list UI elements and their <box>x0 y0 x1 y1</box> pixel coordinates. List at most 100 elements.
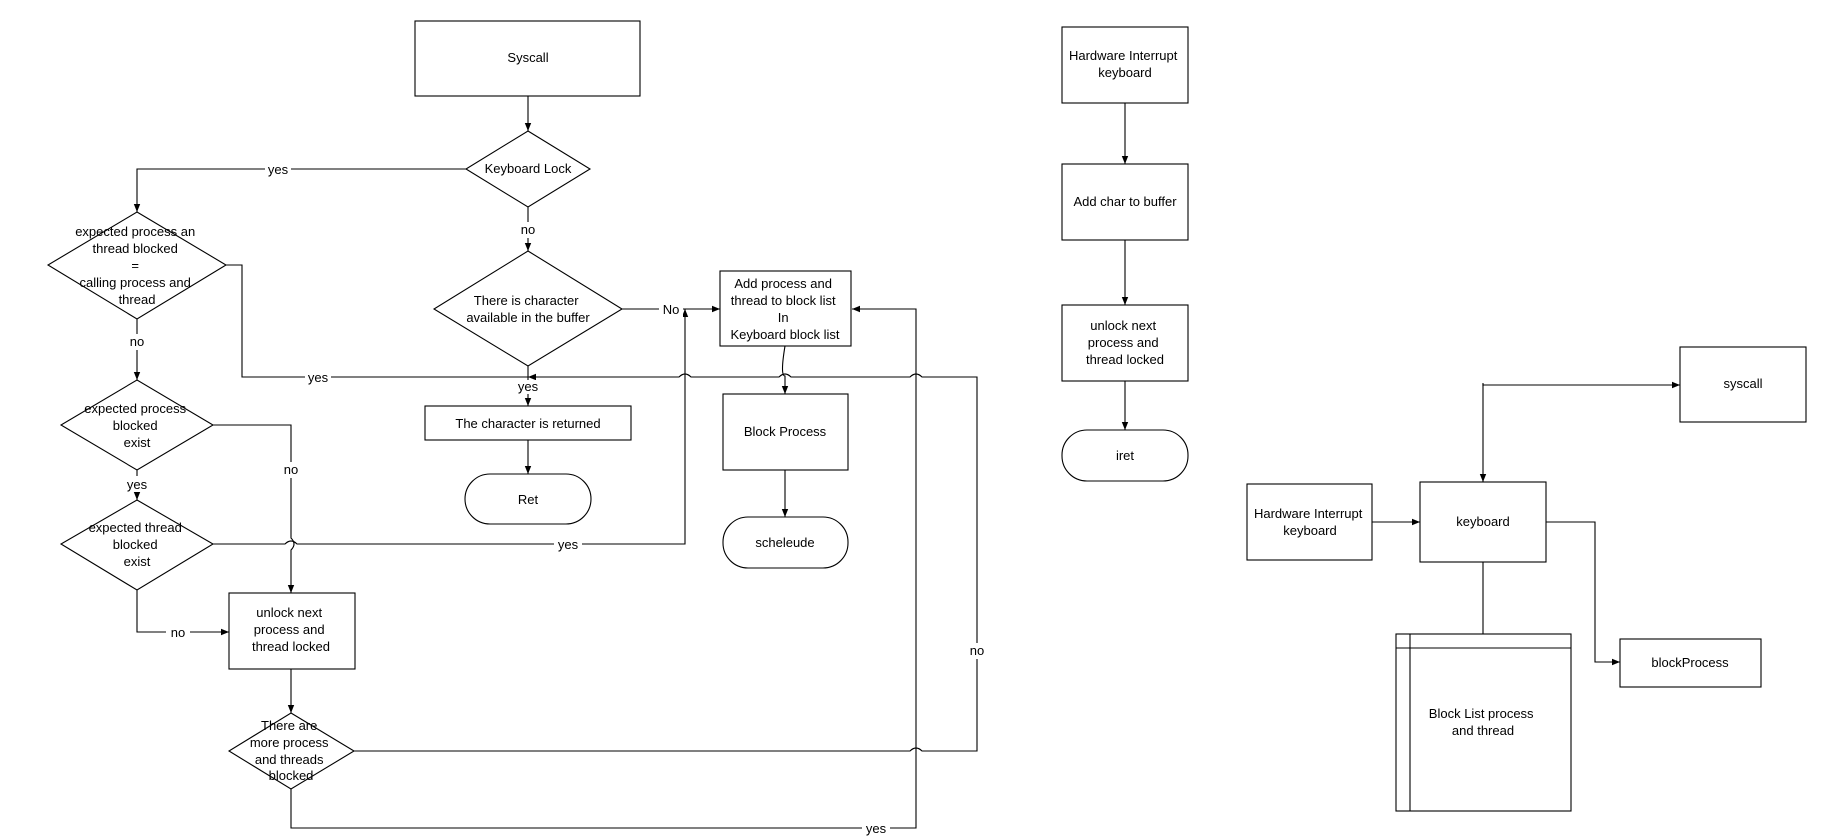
svg-text:There are more process: There are more process and threads block… <box>250 718 332 783</box>
node-add-list-line-4: Keyboard block list <box>730 327 839 342</box>
edge-label-thread-exist-yes: yes <box>558 537 579 552</box>
svg-text:unlock next process and: unlock next process and thread locked <box>1086 318 1164 367</box>
node-arch-syscall: syscall <box>1679 346 1807 423</box>
edge-label-proc-exist-no: no <box>284 462 298 477</box>
edge-label-avail-yes: yes <box>518 379 539 394</box>
node-char-available-line-1: There is character <box>474 293 579 308</box>
edge-arch-keyboard-to-block <box>1546 521 1620 666</box>
edge-lock-yes <box>133 168 466 212</box>
node-expected-eq-line-1: expected process an <box>75 224 195 239</box>
node-keyboard-lock: Keyboard Lock <box>464 130 592 208</box>
svg-text:expected thread blocked: expected thread blocked exist <box>89 520 186 569</box>
edge-label-thread-exist-no: no <box>171 625 185 640</box>
node-add-list-line-2: thread to block list <box>731 293 836 308</box>
node-char-returned-label: The character is returned <box>455 416 600 431</box>
svg-text:expected process blocked: expected process blocked exist <box>84 401 190 450</box>
edge-thread-exist-no <box>136 590 229 636</box>
node-proc-exist-line-3: exist <box>124 435 151 450</box>
node-expected-eq-calling: expected process an thread blocked = cal… <box>46 211 228 320</box>
node-char-returned: The character is returned <box>424 405 632 441</box>
edge-labels: yes no no yes yes No yes no yes no no ye… <box>123 161 988 836</box>
svg-text:Add process and thread t: Add process and thread to block list In … <box>730 276 839 342</box>
node-block-process-label: Block Process <box>744 424 827 439</box>
node-arch-keyboard: keyboard <box>1419 481 1547 563</box>
node-hw-interrupt-top: Hardware Interrupt keyboard <box>1061 26 1189 104</box>
edge-arch-syscall-line <box>1479 381 1680 482</box>
node-proc-exist-line-2: blocked <box>113 418 158 433</box>
node-more-blocked-line-1: There are <box>261 718 317 733</box>
node-expected-thread-exist: expected thread blocked exist <box>59 499 215 591</box>
node-block-process: Block Process <box>722 393 849 471</box>
node-arch-syscall-label: syscall <box>1723 376 1762 391</box>
node-more-blocked-line-2: more process <box>250 735 329 750</box>
node-arch-keyboard-label: keyboard <box>1456 514 1509 529</box>
edge-addlist-to-block <box>781 345 789 394</box>
node-iret-label: iret <box>1116 448 1134 463</box>
svg-text:expected process an thre: expected process an thread blocked = cal… <box>75 224 199 307</box>
node-arch-hw-interrupt: Hardware Interrupt keyboard <box>1246 483 1373 561</box>
node-expected-eq-line-3: = <box>131 258 139 273</box>
node-ret: Ret <box>464 473 592 525</box>
node-unlock-left-line-2: process and <box>254 622 325 637</box>
node-unlock-next-left: unlock next process and thread locked <box>228 592 356 670</box>
node-add-list-line-3: In <box>778 310 789 325</box>
node-unlock-left-line-1: unlock next <box>256 605 322 620</box>
node-hw-top-line-2: keyboard <box>1098 65 1151 80</box>
edge-label-avail-no: No <box>663 302 680 317</box>
node-unlock-mid-line-3: thread locked <box>1086 352 1164 367</box>
edge-more-no <box>354 373 978 752</box>
node-arch-block-list-line-1: Block List process <box>1429 706 1534 721</box>
node-char-available-line-2: available in the buffer <box>466 310 590 325</box>
node-unlock-left-line-3: thread locked <box>252 639 330 654</box>
edge-label-lock-no: no <box>521 222 535 237</box>
node-expected-eq-line-4: calling process and <box>80 275 191 290</box>
edges <box>133 96 1680 829</box>
node-arch-block-list-line-2: and thread <box>1452 723 1514 738</box>
node-proc-exist-line-1: expected process <box>84 401 186 416</box>
node-add-char-label: Add char to buffer <box>1073 194 1177 209</box>
node-unlock-next-mid: unlock next process and thread locked <box>1061 304 1189 382</box>
edge-proc-exist-no <box>213 424 295 593</box>
node-iret: iret <box>1061 429 1189 482</box>
svg-text:unlock next process and: unlock next process and thread locked <box>252 605 330 654</box>
edge-eq-yes <box>226 264 528 378</box>
node-scheleude-label: scheleude <box>755 535 814 550</box>
node-char-available: There is character available in the buff… <box>432 250 624 367</box>
node-add-char: Add char to buffer <box>1061 163 1189 241</box>
node-add-to-block-list: Add process and thread to block list In … <box>719 270 852 347</box>
node-keyboard-lock-label: Keyboard Lock <box>485 161 572 176</box>
node-expected-eq-line-2: thread blocked <box>93 241 178 256</box>
node-arch-block-process: blockProcess <box>1619 638 1762 688</box>
node-expected-process-exist: expected process blocked exist <box>59 379 215 471</box>
node-more-blocked-line-4: blocked <box>269 768 314 783</box>
node-arch-hw-line-1: Hardware Interrupt <box>1254 506 1363 521</box>
node-expected-eq-line-5: thread <box>119 292 156 307</box>
node-arch-hw-line-2: keyboard <box>1283 523 1336 538</box>
svg-text:There is character avail: There is character available in the buff… <box>466 293 590 325</box>
node-thread-exist-line-2: blocked <box>113 537 158 552</box>
node-syscall-label: Syscall <box>507 50 548 65</box>
edge-label-eq-yes: yes <box>308 370 329 385</box>
node-more-blocked-line-3: and threads <box>255 752 324 767</box>
node-thread-exist-line-1: expected thread <box>89 520 182 535</box>
svg-text:Hardware Interrupt keybo: Hardware Interrupt keyboard <box>1254 506 1366 538</box>
node-syscall: Syscall <box>414 20 641 97</box>
node-unlock-mid-line-2: process and <box>1088 335 1159 350</box>
node-arch-block-list: Block List process and thread <box>1395 633 1572 812</box>
node-arch-block-process-label: blockProcess <box>1651 655 1729 670</box>
edge-thread-exist-yes <box>213 309 689 545</box>
node-more-blocked: There are more process and threads block… <box>227 712 356 790</box>
edge-label-more-no: no <box>970 643 984 658</box>
edge-label-proc-exist-yes: yes <box>127 477 148 492</box>
node-add-list-line-1: Add process and <box>734 276 832 291</box>
edge-label-lock-yes: yes <box>268 162 289 177</box>
edge-more-yes <box>290 305 917 829</box>
node-thread-exist-line-3: exist <box>124 554 151 569</box>
node-hw-top-line-1: Hardware Interrupt <box>1069 48 1178 63</box>
node-scheleude: scheleude <box>722 516 849 569</box>
node-ret-label: Ret <box>518 492 539 507</box>
node-unlock-mid-line-1: unlock next <box>1090 318 1156 333</box>
edge-label-eq-no: no <box>130 334 144 349</box>
svg-text:Block List process and t: Block List process and thread <box>1429 706 1537 738</box>
